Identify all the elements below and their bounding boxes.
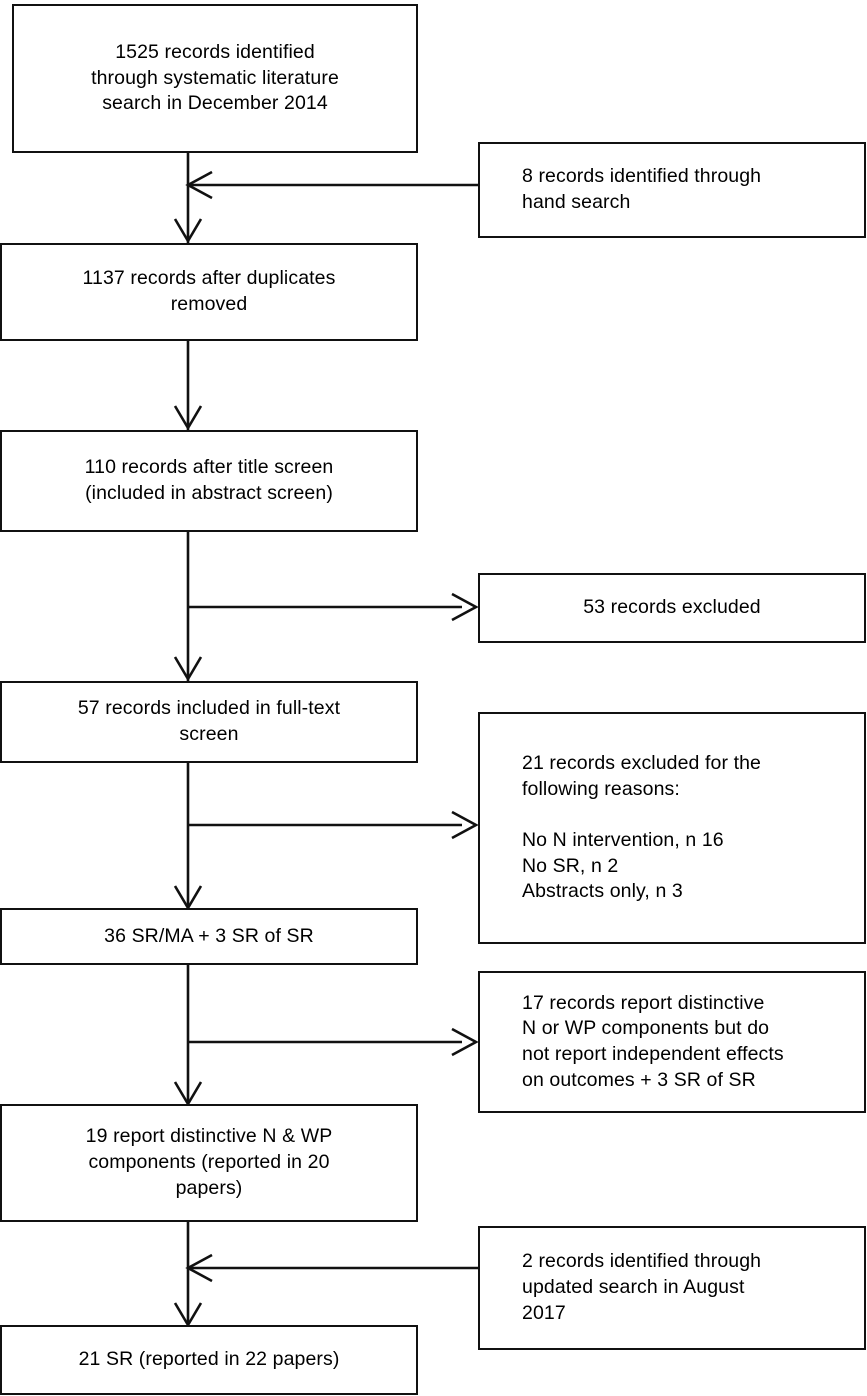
box-final-21-sr-text: 21 SR (reported in 22 papers) [78, 1348, 340, 1371]
box-records-identified: 1525 records identified through systemat… [12, 4, 418, 153]
box-sr-ma: 36 SR/MA + 3 SR of SR [0, 908, 418, 965]
box-fulltext-screen-text: 57 records included in full-text screen [77, 697, 341, 745]
box-final-21-sr: 21 SR (reported in 22 papers) [0, 1325, 418, 1395]
arrowhead-right-excluded-21 [451, 810, 479, 840]
box-excluded-53-text: 53 records excluded [583, 596, 761, 619]
box-distinctive-19-text: 19 report distinctive N & WP components … [85, 1125, 333, 1199]
box-excluded-53: 53 records excluded [478, 573, 866, 643]
box-excluded-17: 17 records report distinctive N or WP co… [478, 971, 866, 1113]
arrowhead-left-updatedsearch [185, 1253, 213, 1283]
arrowhead-right-excluded-53 [451, 592, 479, 622]
arrowhead-down-distinctive19 [173, 1081, 203, 1107]
arrowhead-down-titlescreen [173, 405, 203, 431]
arrowhead-down-final [173, 1302, 203, 1328]
arrowhead-left-handsearch [185, 170, 213, 200]
box-title-screen: 110 records after title screen (included… [0, 430, 418, 532]
box-duplicates-removed: 1137 records after duplicates removed [0, 243, 418, 341]
box-records-identified-text: 1525 records identified through systemat… [91, 40, 339, 115]
arrowhead-down-srma [173, 885, 203, 911]
box-distinctive-19: 19 report distinctive N & WP components … [0, 1104, 418, 1222]
box-duplicates-removed-text: 1137 records after duplicates removed [82, 267, 336, 315]
box-fulltext-screen: 57 records included in full-text screen [0, 681, 418, 763]
arrowhead-down-duplicates [173, 218, 203, 244]
box-updated-search-text: 2 records identified through updated sea… [522, 1250, 762, 1324]
box-hand-search: 8 records identified through hand search [478, 142, 866, 238]
box-excluded-21-text: 21 records excluded for the following re… [522, 751, 762, 903]
box-title-screen-text: 110 records after title screen (included… [84, 456, 334, 504]
box-excluded-21: 21 records excluded for the following re… [478, 712, 866, 944]
arrowhead-down-fulltext [173, 656, 203, 682]
box-hand-search-text: 8 records identified through hand search [522, 165, 762, 213]
arrowhead-right-excluded-17 [451, 1027, 479, 1057]
box-excluded-17-text: 17 records report distinctive N or WP co… [522, 991, 784, 1091]
box-updated-search: 2 records identified through updated sea… [478, 1226, 866, 1350]
box-sr-ma-text: 36 SR/MA + 3 SR of SR [104, 924, 314, 947]
